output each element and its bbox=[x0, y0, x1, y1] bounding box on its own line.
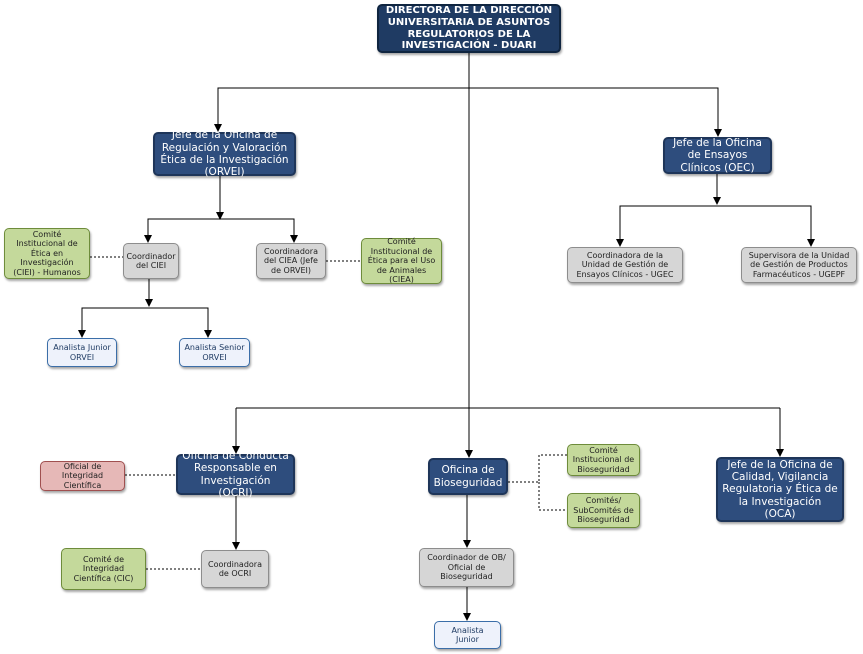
node-coord-ciea: Coordinadora del CIEA (Jefe de ORVEI) bbox=[256, 243, 326, 279]
node-analista-junior-orvei: Analista Junior ORVEI bbox=[47, 338, 117, 367]
node-duari: DIRECTORA DE LA DIRECCIÓN UNIVERSITARIA … bbox=[377, 4, 561, 53]
node-analista-junior-ob: Analista Junior bbox=[434, 621, 501, 649]
connector-oec-ugepf bbox=[717, 205, 815, 247]
node-cic: Comité de Integridad Científica (CIC) bbox=[61, 548, 146, 590]
node-oca: Jefe de la Oficina de Calidad, Vigilanci… bbox=[716, 457, 844, 522]
connector-duari-orvei bbox=[214, 87, 469, 132]
connector-analista-senior-orvei bbox=[149, 307, 212, 338]
connector-duari-oec bbox=[469, 87, 722, 137]
node-subcomites-bioseguridad: Comités/ SubComités de Bioseguridad bbox=[567, 493, 640, 528]
node-coord-ob: Coordinador de OB/ Oficial de Biosegurid… bbox=[419, 548, 514, 587]
node-ocri: Oficina de Conducta Responsable en Inves… bbox=[176, 450, 295, 499]
node-ciei-committee: Comité Institucional de Ética en Investi… bbox=[4, 228, 90, 279]
node-oec: Jefe de la Oficina de Ensayos Clínicos (… bbox=[663, 137, 772, 174]
connector-orvei-coord-ciei bbox=[144, 218, 220, 243]
node-comite-bioseguridad: Comité Institucional de Bioseguridad bbox=[567, 444, 640, 476]
dotted-bioseguridad-subcomites bbox=[538, 482, 567, 511]
node-ugepf: Supervisora de la Unidad de Gestión de P… bbox=[741, 247, 857, 283]
node-oficial-integridad: Oficial de Integridad Científica bbox=[40, 461, 125, 491]
node-coord-ocri: Coordinadora de OCRI bbox=[201, 550, 269, 588]
node-orvei: Jefe de la Oficina de Regulación y Valor… bbox=[153, 129, 296, 178]
connector-orvei-coord-ciea bbox=[220, 218, 298, 243]
node-ugec: Coordinadora de la Unidad de Gestión de … bbox=[567, 247, 683, 283]
node-ciea-committee: Comité Institucional de Ética para el Us… bbox=[361, 237, 442, 284]
connector-oec-ugec bbox=[616, 205, 717, 247]
connector-analista-junior-orvei bbox=[78, 307, 149, 338]
dotted-bioseguridad-comites bbox=[508, 454, 567, 483]
node-analista-senior-orvei: Analista Senior ORVEI bbox=[179, 338, 250, 367]
node-coord-ciei: Coordinador del CIEI bbox=[123, 243, 179, 279]
node-bioseguridad: Oficina de Bioseguridad bbox=[428, 458, 508, 495]
